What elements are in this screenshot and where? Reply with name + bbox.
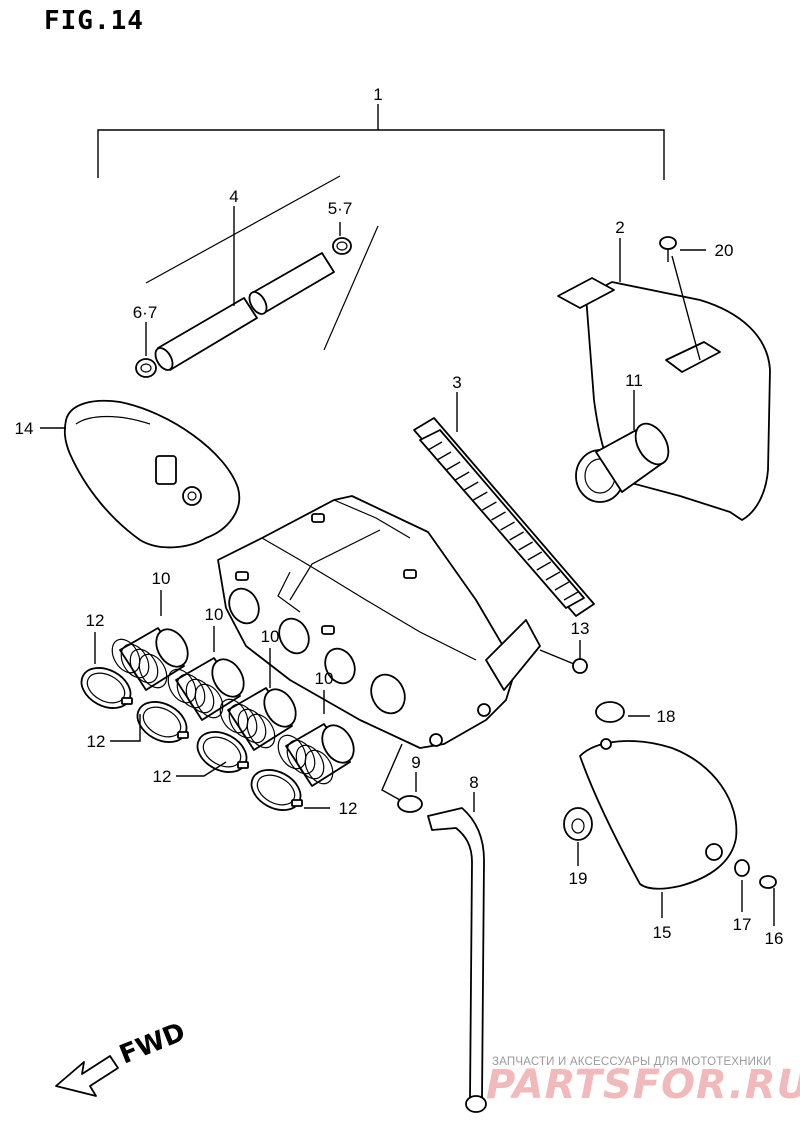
boot-1 <box>111 627 189 691</box>
callout-17: 17 <box>733 915 752 934</box>
screw-20 <box>659 236 706 262</box>
drain-hose-8 <box>427 792 487 1113</box>
callout-10-d: 10 <box>315 669 334 688</box>
part-case-2 <box>557 238 771 521</box>
callout-10-c: 10 <box>261 627 280 646</box>
callout-16: 16 <box>765 929 784 948</box>
part-rod-4 <box>145 175 379 371</box>
callout-12-c: 12 <box>153 767 172 786</box>
intake-boots-10 <box>111 627 355 787</box>
callout-1: 1 <box>373 85 382 104</box>
boot-leader-lines <box>94 590 330 809</box>
callout-10-a: 10 <box>152 569 171 588</box>
hose-clip-9 <box>381 743 423 813</box>
air-box-housing <box>217 495 541 749</box>
callout-15: 15 <box>653 923 672 942</box>
clamp-2 <box>136 701 189 743</box>
figure-title: FIG.14 <box>44 6 144 36</box>
clip-5 <box>332 237 352 255</box>
callout-5-7: 5·7 <box>328 199 353 218</box>
bolt-13 <box>539 640 588 674</box>
clamp-3 <box>196 731 249 773</box>
callout-12-b: 12 <box>87 732 106 751</box>
callout-4: 4 <box>229 187 238 206</box>
watermark-logo: PARTSFOR.RU <box>486 1062 800 1108</box>
callout-11: 11 <box>625 371 643 390</box>
watermark-caption: ЗАПЧАСТИ И АКСЕССУАРЫ ДЛЯ МОТОТЕХНИКИ <box>492 1056 772 1068</box>
callout-10-b: 10 <box>205 605 224 624</box>
callout-12-a: 12 <box>86 611 105 630</box>
callout-19: 19 <box>569 869 588 888</box>
boot-2 <box>167 657 245 721</box>
part-cover-14 <box>40 399 241 549</box>
callout-8: 8 <box>469 773 478 792</box>
callout-14: 14 <box>15 419 34 438</box>
cover-15 <box>579 738 738 918</box>
clamps-12 <box>80 667 303 811</box>
clamp-1 <box>80 667 133 709</box>
callout-13: 13 <box>571 619 590 638</box>
grommet-19 <box>563 807 593 866</box>
assembly-bracket <box>97 104 665 180</box>
part-filter-3 <box>413 392 595 617</box>
callout-18: 18 <box>657 707 676 726</box>
callout-12-d: 12 <box>339 799 358 818</box>
grommet-18 <box>595 701 650 723</box>
callout-9: 9 <box>411 753 420 772</box>
fwd-label: FWD <box>115 1017 189 1070</box>
boot-3 <box>219 687 297 751</box>
screw-16 <box>759 875 777 926</box>
callout-20: 20 <box>715 241 734 260</box>
callout-3: 3 <box>452 373 461 392</box>
washer-17 <box>734 859 750 912</box>
callout-labels: 1 2 3 4 5·7 6·7 8 9 10 10 10 10 11 12 12… <box>15 85 784 948</box>
boot-4 <box>277 723 355 787</box>
forward-arrow-icon: FWD <box>55 1017 190 1097</box>
callout-6-7: 6·7 <box>133 303 158 322</box>
callout-2: 2 <box>615 218 624 237</box>
clip-6 <box>135 358 157 378</box>
clamp-4 <box>250 769 303 811</box>
